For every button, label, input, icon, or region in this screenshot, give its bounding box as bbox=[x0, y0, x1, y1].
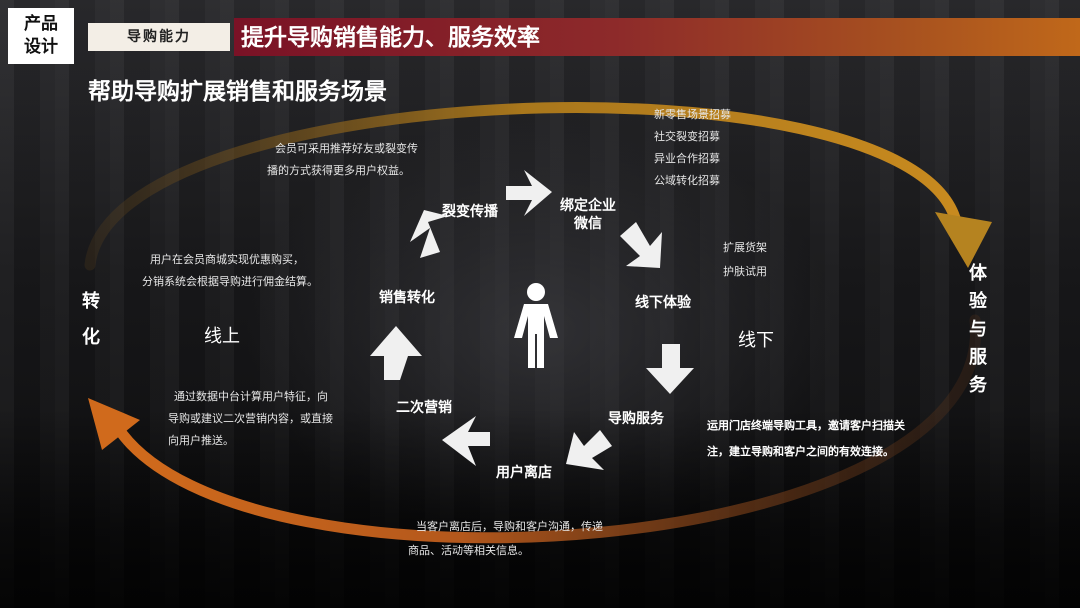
step-fission: 裂变传播 bbox=[442, 204, 498, 220]
left-char-1: 转 bbox=[82, 291, 100, 312]
desc-fission: 会员可采用推荐好友或裂变传 播的方式获得更多用户权益。 bbox=[267, 138, 418, 182]
desc-second-line-1: 通过数据中台计算用户特征，向 bbox=[174, 390, 328, 403]
desc-sales-conversion: 用户在会员商城实现优惠购买， 分销系统会根据导购进行佣金结算。 bbox=[142, 249, 318, 293]
desc-recruit-item: 社交裂变招募 bbox=[654, 130, 720, 143]
desc-experience-item: 扩展货架 bbox=[723, 241, 767, 254]
left-vertical-label: 转 化 bbox=[80, 288, 102, 352]
desc-second-line-3: 向用户推送。 bbox=[168, 434, 234, 447]
arrow-2 bbox=[506, 170, 552, 216]
arrow-5 bbox=[566, 430, 612, 470]
desc-fission-line-2: 播的方式获得更多用户权益。 bbox=[267, 164, 410, 177]
right-char-4: 服 bbox=[969, 347, 987, 368]
product-design-badge: 产品 设计 bbox=[8, 8, 74, 64]
desc-experience-list: 扩展货架 护肤试用 bbox=[723, 236, 767, 284]
step-bind-wechat-line-1: 绑定企业 bbox=[560, 198, 616, 214]
desc-experience-item: 护肤试用 bbox=[723, 265, 767, 278]
page-subtitle: 帮助导购扩展销售和服务场景 bbox=[88, 79, 387, 105]
desc-recruit-item: 新零售场景招募 bbox=[654, 108, 731, 121]
right-char-3: 与 bbox=[969, 319, 987, 340]
step-second-marketing: 二次营销 bbox=[396, 400, 452, 416]
right-char-1: 体 bbox=[969, 263, 987, 284]
step-sales-conversion: 销售转化 bbox=[379, 290, 435, 306]
step-offline-experience: 线下体验 bbox=[635, 295, 691, 311]
arrow-1 bbox=[410, 210, 448, 258]
section-label: 导购能力 bbox=[88, 23, 230, 51]
desc-conversion-line-1: 用户在会员商城实现优惠购买， bbox=[150, 253, 304, 266]
desc-second-line-2: 导购或建议二次营销内容，或直接 bbox=[168, 412, 333, 425]
desc-recruit-list: 新零售场景招募 社交裂变招募 异业合作招募 公域转化招募 bbox=[654, 104, 731, 192]
page-title: 提升导购销售能力、服务效率 bbox=[241, 25, 540, 51]
step-guide-service: 导购服务 bbox=[608, 411, 664, 427]
arrow-6 bbox=[442, 416, 490, 466]
desc-leave-line-2: 商品、活动等相关信息。 bbox=[408, 544, 529, 557]
top-arc-arrowhead bbox=[935, 212, 992, 268]
desc-fission-line-1: 会员可采用推荐好友或裂变传 bbox=[275, 142, 418, 155]
cycle-arrows bbox=[370, 170, 694, 470]
desc-guide-line-1: 运用门店终端导购工具，邀请客户扫描关 bbox=[707, 419, 905, 432]
bottom-arc bbox=[112, 314, 981, 544]
step-bind-wechat-line-2: 微信 bbox=[574, 216, 602, 232]
desc-conversion-line-2: 分销系统会根据导购进行佣金结算。 bbox=[142, 275, 318, 288]
desc-customer-leaves: 当客户离店后，导购和客户沟通，传递 商品、活动等相关信息。 bbox=[408, 515, 603, 563]
arrow-3 bbox=[620, 222, 662, 268]
desc-leave-line-1: 当客户离店后，导购和客户沟通，传递 bbox=[416, 520, 603, 533]
header-bar bbox=[234, 18, 1080, 56]
top-arc bbox=[84, 102, 961, 271]
arrow-4 bbox=[646, 344, 694, 394]
bottom-arc-arrowhead bbox=[88, 398, 140, 450]
badge-line-1: 产品 bbox=[24, 14, 58, 34]
desc-recruit-item: 异业合作招募 bbox=[654, 152, 720, 165]
right-vertical-label: 体 验 与 服 务 bbox=[967, 260, 989, 400]
person-icon bbox=[514, 283, 558, 368]
desc-guide-line-2: 注，建立导购和客户之间的有效连接。 bbox=[707, 445, 894, 458]
desc-second-marketing: 通过数据中台计算用户特征，向 导购或建议二次营销内容，或直接 向用户推送。 bbox=[168, 386, 333, 452]
desc-guide-service: 运用门店终端导购工具，邀请客户扫描关 注，建立导购和客户之间的有效连接。 bbox=[707, 413, 905, 465]
left-char-2: 化 bbox=[82, 327, 100, 348]
desc-recruit-item: 公域转化招募 bbox=[654, 174, 720, 187]
right-char-5: 务 bbox=[969, 375, 987, 396]
offline-label: 线下 bbox=[738, 330, 774, 351]
step-customer-leaves: 用户离店 bbox=[496, 465, 552, 481]
online-label: 线上 bbox=[204, 326, 240, 347]
step-bind-wechat: 绑定企业 微信 bbox=[560, 197, 616, 233]
arrow-7 bbox=[370, 326, 422, 380]
right-char-2: 验 bbox=[969, 291, 987, 312]
badge-line-2: 设计 bbox=[24, 37, 58, 57]
